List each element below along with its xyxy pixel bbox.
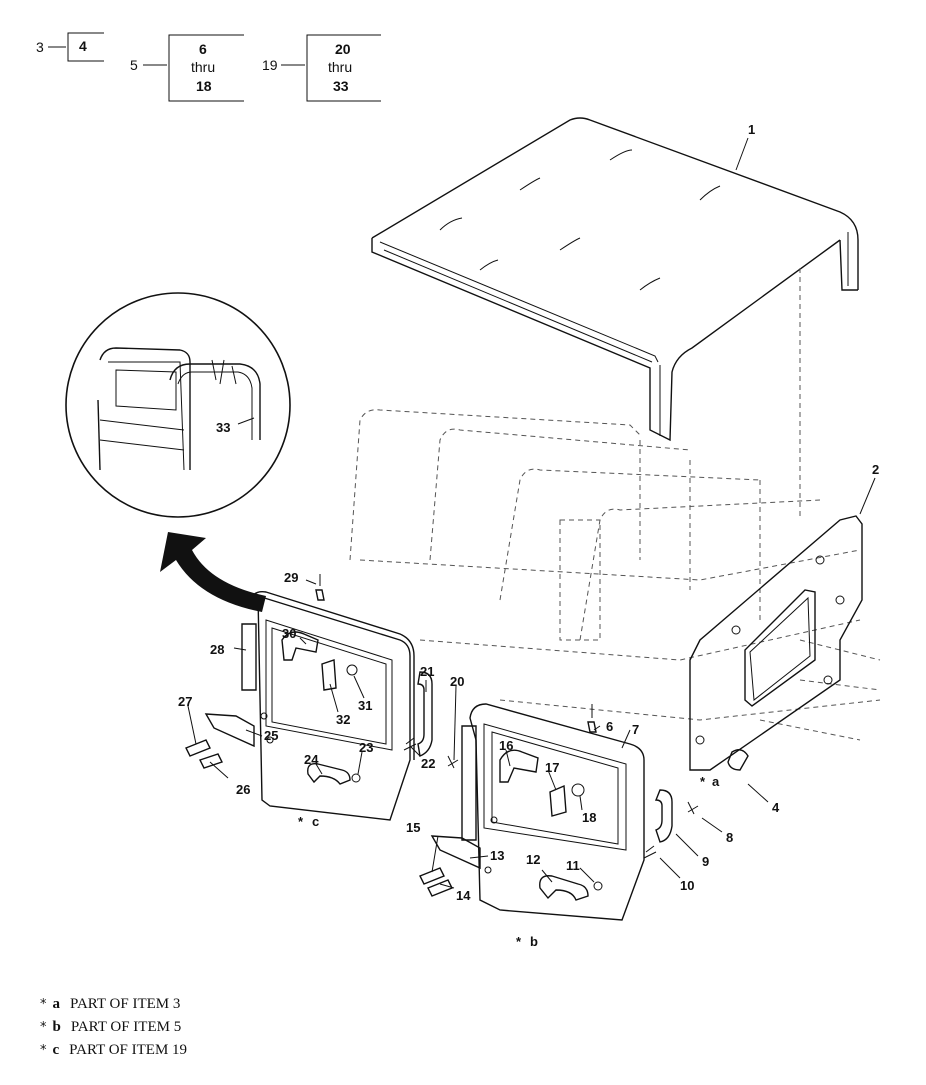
callout-15: 15: [406, 820, 420, 835]
fasteners: [185, 739, 749, 897]
footnote-a: * a PART OF ITEM 3: [40, 993, 187, 1016]
callout-2: 2: [872, 462, 879, 477]
tree-item-33: 33: [333, 78, 349, 94]
marker-b: b: [530, 934, 538, 949]
tree-item-3: 3: [36, 39, 44, 55]
leader-lines: [187, 137, 876, 889]
callout-labels: 1 2 4 6 7 8 9 10 11 12 13 14 15 16 17 18…: [178, 122, 879, 949]
tree-thru-1: thru: [191, 59, 215, 75]
footnote-star: *: [40, 1043, 47, 1058]
footnotes: * a PART OF ITEM 3 * b PART OF ITEM 5 * c PART…: [40, 993, 187, 1062]
footnote-key: a: [52, 996, 61, 1012]
callout-20: 20: [450, 674, 464, 689]
callout-4: 4: [772, 800, 780, 815]
rear-panel: [689, 515, 863, 771]
footnote-text: PART OF ITEM 19: [69, 1042, 188, 1058]
footnote-star: *: [40, 1020, 47, 1035]
callout-9: 9: [702, 854, 709, 869]
tree-thru-2: thru: [328, 59, 352, 75]
callout-12: 12: [526, 852, 540, 867]
right-door: [430, 703, 699, 921]
callout-18: 18: [582, 810, 596, 825]
marker-c: c: [312, 814, 319, 829]
footnote-text: PART OF ITEM 3: [70, 996, 181, 1012]
callout-33: 33: [216, 420, 230, 435]
tree-item-4: 4: [79, 38, 87, 54]
callout-14: 14: [456, 888, 471, 903]
marker-star-c: *: [298, 814, 304, 829]
callout-13: 13: [490, 848, 504, 863]
callout-17: 17: [545, 760, 559, 775]
callout-1: 1: [748, 122, 755, 137]
marker-star-b: *: [516, 934, 522, 949]
callout-21: 21: [420, 664, 434, 679]
callout-10: 10: [680, 878, 694, 893]
detail-arrow-icon: [160, 532, 266, 612]
callout-24: 24: [304, 752, 319, 767]
footnote-star: *: [40, 997, 47, 1012]
footnote-b: * b PART OF ITEM 5: [40, 1016, 187, 1039]
callout-32: 32: [336, 712, 350, 727]
tree-item-6: 6: [199, 41, 207, 57]
callout-29: 29: [284, 570, 298, 585]
tree-item-19: 19: [262, 57, 278, 73]
marker-a: a: [712, 774, 720, 789]
footnote-c: * c PART OF ITEM 19: [40, 1039, 187, 1062]
tree-item-20: 20: [335, 41, 351, 57]
callout-25: 25: [264, 728, 278, 743]
callout-16: 16: [499, 738, 513, 753]
callout-23: 23: [359, 740, 373, 755]
footnote-text: PART OF ITEM 5: [70, 1019, 182, 1035]
callout-22: 22: [421, 756, 435, 771]
callout-6: 6: [606, 719, 613, 734]
callout-26: 26: [236, 782, 250, 797]
tree-item-18: 18: [196, 78, 212, 94]
callout-8: 8: [726, 830, 733, 845]
callout-27: 27: [178, 694, 192, 709]
assembly-tree: 3 4 5 6 thru 18 19 20 thru 33: [36, 32, 381, 102]
callout-11: 11: [566, 858, 580, 873]
roof-panel: [371, 117, 859, 520]
detail-inset: [65, 292, 291, 518]
callout-31: 31: [358, 698, 372, 713]
footnote-key: c: [52, 1042, 60, 1058]
tree-item-5: 5: [130, 57, 138, 73]
callout-30: 30: [282, 626, 296, 641]
vehicle-body-outline: [349, 409, 881, 741]
callout-28: 28: [210, 642, 224, 657]
marker-star-a: *: [700, 774, 706, 789]
callout-7: 7: [632, 722, 639, 737]
footnote-key: b: [52, 1019, 61, 1035]
